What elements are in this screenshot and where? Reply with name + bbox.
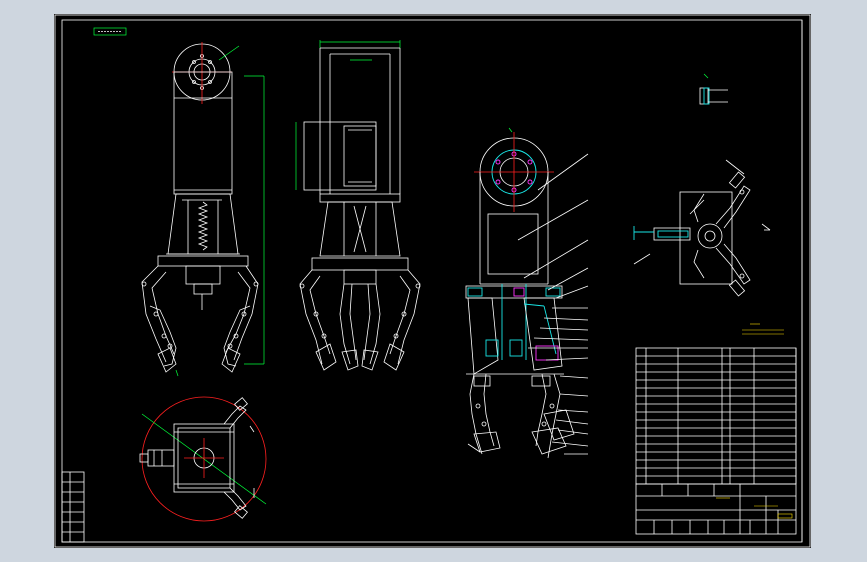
- outer-frame: [54, 14, 811, 548]
- detail-view-arms: [633, 159, 771, 297]
- technical-notes: [742, 323, 784, 335]
- title-block: [635, 483, 797, 535]
- gripper-assembly-drawing: [54, 14, 811, 548]
- side-view: [295, 40, 421, 371]
- detail-view-small: [699, 73, 728, 105]
- front-view: [141, 42, 265, 377]
- parts-list-table: [635, 347, 797, 485]
- bottom-view: [139, 396, 267, 522]
- section-view: [465, 127, 589, 459]
- corner-label: [93, 27, 127, 36]
- revision-block: [61, 471, 85, 543]
- inner-border: [61, 19, 803, 543]
- cad-viewport[interactable]: [54, 14, 811, 548]
